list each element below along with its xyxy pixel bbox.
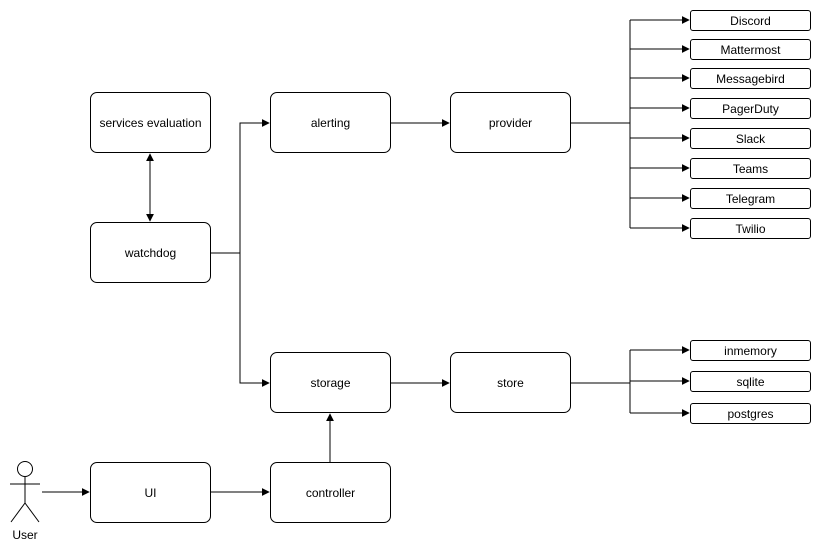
- store-label: store: [497, 375, 524, 390]
- user-icon: [10, 461, 40, 523]
- provider-teams-label: Teams: [732, 161, 769, 176]
- provider-telegram-node: Telegram: [690, 188, 811, 209]
- edge-watchdog-alerting: [211, 119, 270, 254]
- provider-discord-label: Discord: [730, 13, 771, 28]
- edge-watchdog-storage: [239, 253, 270, 387]
- provider-teams-node: Teams: [690, 158, 811, 179]
- provider-messagebird-label: Messagebird: [716, 71, 785, 86]
- store-inmemory-label: inmemory: [724, 343, 777, 358]
- services-evaluation-label: services evaluation: [99, 115, 202, 130]
- store-postgres-node: postgres: [690, 403, 811, 424]
- store-inmemory-node: inmemory: [690, 340, 811, 361]
- controller-label: controller: [305, 485, 356, 500]
- provider-slack-node: Slack: [690, 128, 811, 149]
- alerting-node: alerting: [270, 92, 391, 153]
- watchdog-node: watchdog: [90, 222, 211, 283]
- provider-mattermost-label: Mattermost: [720, 42, 781, 57]
- store-sqlite-label: sqlite: [736, 374, 765, 389]
- services-evaluation-node: services evaluation: [90, 92, 211, 153]
- store-postgres-label: postgres: [727, 406, 774, 421]
- provider-slack-label: Slack: [735, 131, 766, 146]
- storage-label: storage: [310, 375, 351, 390]
- user-label: User: [12, 528, 38, 542]
- ui-label: UI: [144, 485, 157, 500]
- alerting-label: alerting: [310, 115, 351, 130]
- provider-twilio-label: Twilio: [735, 221, 766, 236]
- store-sqlite-node: sqlite: [690, 371, 811, 392]
- watchdog-label: watchdog: [124, 245, 177, 260]
- provider-pagerduty-node: PagerDuty: [690, 98, 811, 119]
- controller-node: controller: [270, 462, 391, 523]
- provider-messagebird-node: Messagebird: [690, 68, 811, 89]
- provider-telegram-label: Telegram: [725, 191, 776, 206]
- store-node: store: [450, 352, 571, 413]
- provider-pagerduty-label: PagerDuty: [722, 101, 779, 116]
- provider-discord-node: Discord: [690, 10, 811, 31]
- ui-node: UI: [90, 462, 211, 523]
- provider-node: provider: [450, 92, 571, 153]
- storage-node: storage: [270, 352, 391, 413]
- provider-twilio-node: Twilio: [690, 218, 811, 239]
- provider-label: provider: [488, 115, 533, 130]
- provider-mattermost-node: Mattermost: [690, 39, 811, 60]
